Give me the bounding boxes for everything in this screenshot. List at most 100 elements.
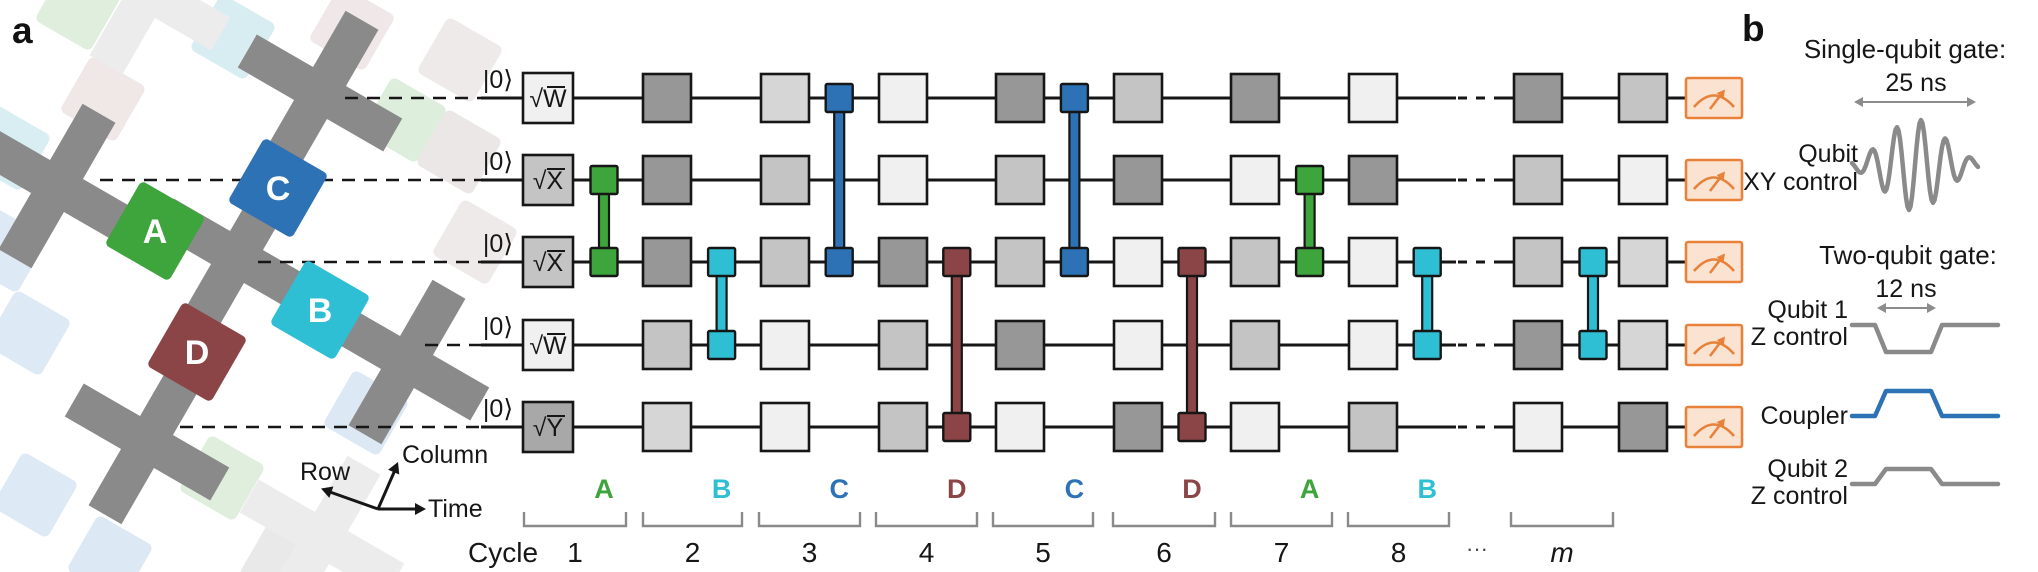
coupler-pad — [1177, 411, 1207, 443]
single-qubit-gate-square — [641, 236, 693, 288]
qubit-cross — [239, 455, 405, 572]
xy-control-label-2: XY control — [1743, 168, 1858, 196]
arrow-head-icon — [1716, 89, 1725, 99]
cycle-letter: B — [712, 474, 732, 504]
arrow-head-icon — [415, 502, 426, 516]
coupler-letter: D — [185, 334, 210, 372]
background-tile — [0, 291, 70, 375]
coupler-pad — [824, 246, 854, 278]
cycle-letter: A — [1300, 474, 1320, 504]
single-qubit-gate-square — [877, 236, 929, 288]
coupler-pad — [824, 82, 854, 114]
single-qubit-gate-square — [1229, 236, 1281, 288]
coupler-pad — [1578, 329, 1608, 361]
initial-gate-box: √X — [521, 235, 575, 289]
cycle-final-label: m — [1550, 537, 1573, 568]
two-qubit-gate-D — [942, 246, 972, 443]
initial-gate-box: √Y — [521, 400, 575, 454]
initial-gate-label: √W — [529, 85, 567, 113]
arrow-head-icon — [321, 486, 334, 498]
coupler-pad — [942, 246, 972, 278]
cycle-bracket — [522, 512, 628, 528]
coupler-pad — [1412, 246, 1442, 278]
single-qubit-gate-square — [1347, 401, 1399, 453]
single-qubit-gate-title: Single-qubit gate: — [1804, 34, 2006, 64]
arrow-head-icon — [1716, 171, 1725, 181]
single-qubit-gate-square — [1512, 319, 1564, 371]
single-qubit-gate-square — [994, 154, 1046, 206]
meter-arc-icon — [1693, 423, 1735, 437]
single-qubit-gate-square — [994, 72, 1046, 124]
initial-gate-label: √Y — [533, 414, 564, 442]
initial-gate-box: √W — [521, 318, 575, 372]
coupler-square-A: A — [106, 182, 204, 280]
cycle-number: 3 — [802, 537, 818, 568]
pulse-label-2: Z control — [1751, 323, 1848, 351]
cycle-number: 2 — [685, 537, 701, 568]
single-qubit-gate-square — [641, 154, 693, 206]
cycle-bracket — [991, 512, 1095, 528]
meter-arc-icon — [1693, 94, 1735, 108]
single-qubit-gate-square — [1229, 72, 1281, 124]
two-qubit-gate-B — [1578, 246, 1608, 361]
coupler-square-D: D — [148, 303, 246, 401]
single-qubit-gate-square — [1617, 319, 1669, 371]
initial-gate-box: √W — [521, 71, 575, 125]
cycle-letter: D — [947, 474, 967, 504]
two-qubit-gate-title: Two-qubit gate: — [1819, 240, 1997, 270]
coupler-letter: C — [266, 170, 291, 208]
coupler-pad — [706, 329, 737, 361]
single-qubit-gate-square — [1512, 401, 1564, 453]
coupler-pad — [1294, 164, 1325, 196]
cycle-number: 8 — [1391, 537, 1407, 568]
two-qubit-gate-D — [1177, 246, 1207, 443]
single-qubit-gate-square — [759, 401, 811, 453]
arrow-head-icon — [388, 462, 400, 475]
single-qubit-gate-square — [1347, 72, 1399, 124]
meter-arc-icon — [1693, 341, 1735, 355]
meter-arc-icon — [1693, 258, 1735, 272]
single-qubit-gate-square — [1112, 154, 1164, 206]
coupler-pad — [1177, 246, 1207, 278]
cycle-number: 6 — [1156, 537, 1172, 568]
cycle-bracket — [757, 512, 862, 528]
z-pulse-3: Qubit 2Z control — [1751, 455, 2001, 510]
single-qubit-gate-square — [1347, 319, 1399, 371]
two-qubit-gate-B — [1412, 246, 1442, 361]
single-qubit-gate-square — [994, 319, 1046, 371]
cycle-letter: D — [1182, 474, 1202, 504]
single-qubit-gate-square — [1112, 72, 1164, 124]
cycle-letter: C — [829, 474, 849, 504]
panel-b-label: b — [1742, 8, 1765, 49]
cycle-bracket — [1111, 512, 1217, 528]
cycle-number: 7 — [1274, 537, 1290, 568]
qubit-cross — [65, 0, 231, 75]
two-qubit-gate-duration: 12 ns — [1875, 275, 1936, 303]
pulse-label-1: Qubit 1 — [1767, 296, 1848, 324]
single-qubit-gate-square — [877, 72, 929, 124]
initial-gate-label: √X — [533, 167, 564, 195]
axis-label-time: Time — [428, 495, 483, 523]
z-pulse-1: Qubit 1Z control — [1751, 296, 2001, 355]
ket-zero-label: |0⟩ — [483, 66, 513, 94]
single-qubit-gate-square — [641, 72, 693, 124]
arrow-head-icon — [1854, 97, 1863, 107]
initial-gate-label: √W — [529, 332, 567, 360]
background-tile — [0, 453, 77, 537]
coupler-letter: B — [308, 292, 333, 330]
arrow-head-icon — [1716, 418, 1725, 428]
ket-zero-label: |0⟩ — [483, 148, 513, 176]
cycle-letter: B — [1417, 474, 1437, 504]
single-qubit-gate-square — [994, 236, 1046, 288]
measurement-gate — [1684, 240, 1744, 284]
initial-gate-label: √X — [533, 249, 564, 277]
z-pulse-2: Coupler — [1760, 388, 2001, 430]
cycle-number: 4 — [919, 537, 935, 568]
coupler-letter: A — [143, 213, 168, 251]
single-qubit-gate-square — [641, 319, 693, 371]
arrow-head-icon — [1716, 336, 1725, 346]
